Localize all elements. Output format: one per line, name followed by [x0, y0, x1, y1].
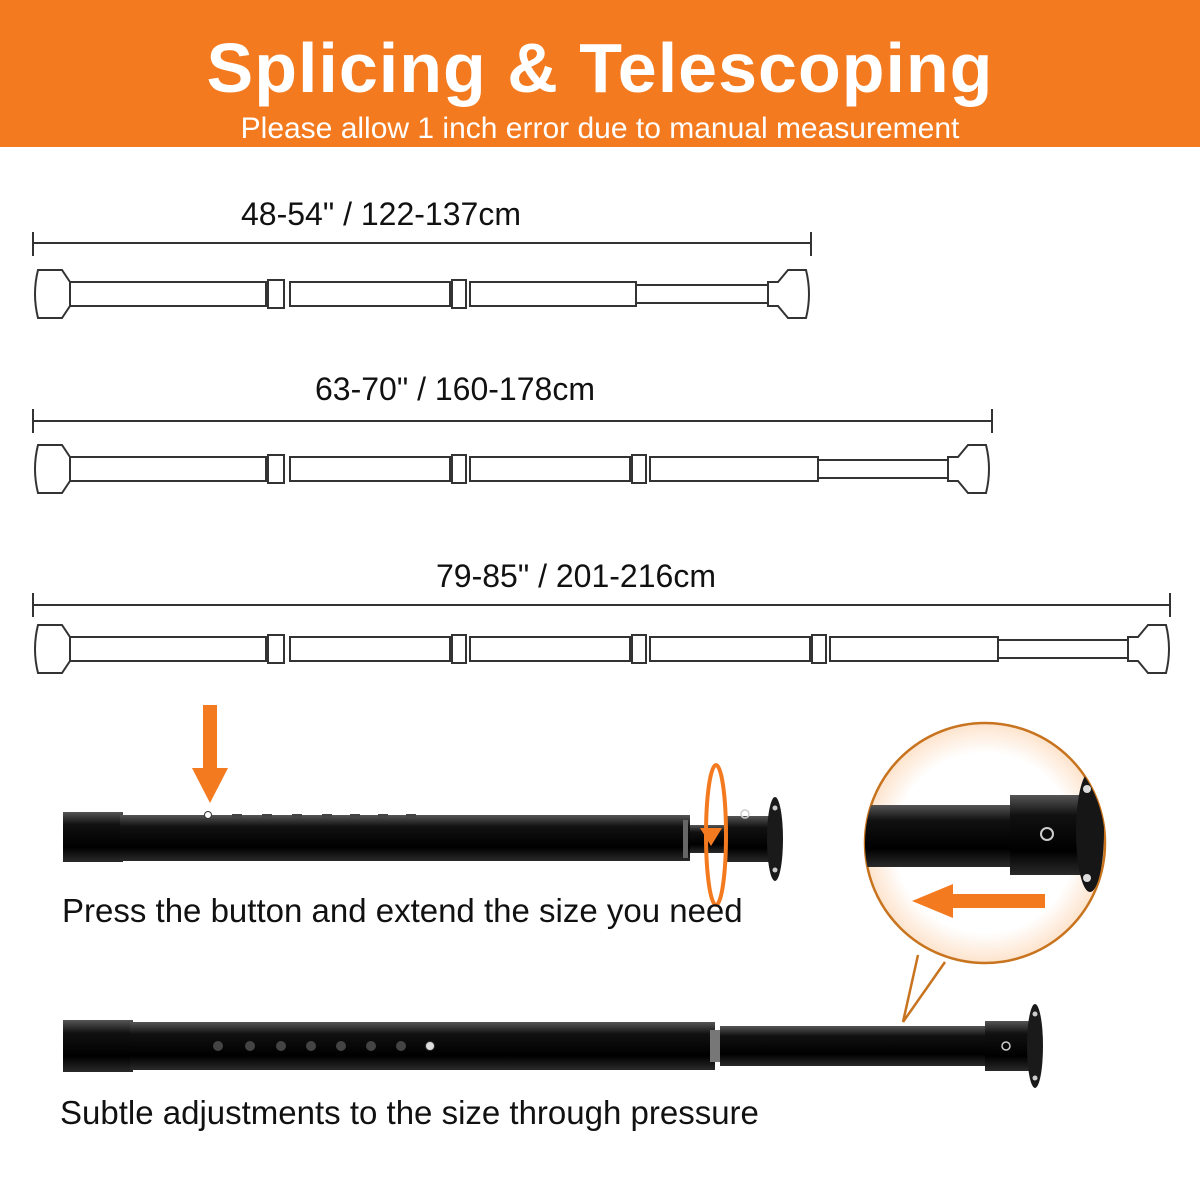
caption-press-button: Press the button and extend the size you…	[62, 892, 743, 929]
header-banner: Splicing & Telescoping Please allow 1 in…	[0, 0, 1200, 147]
magnifier-callout-icon	[863, 721, 1107, 1023]
size-label-medium: 63-70" / 160-178cm	[315, 371, 595, 407]
rod-outline-medium	[34, 444, 990, 494]
black-rod-adjust	[63, 1004, 1043, 1088]
down-arrow-icon	[192, 705, 228, 803]
size-label-short: 48-54" / 122-137cm	[241, 196, 521, 232]
caption-subtle-adjust: Subtle adjustments to the size through p…	[60, 1094, 759, 1131]
rotate-arrow-icon	[700, 763, 728, 907]
left-arrow-icon	[912, 884, 1045, 918]
page-subtitle: Please allow 1 inch error due to manual …	[240, 112, 960, 145]
dimension-line-short	[32, 232, 812, 256]
black-rod-press	[63, 797, 783, 881]
size-label-long: 79-85" / 201-216cm	[436, 558, 716, 594]
page-title: Splicing & Telescoping	[206, 29, 994, 107]
rod-outline-long	[34, 624, 1170, 674]
dimension-line-medium	[32, 409, 993, 433]
dimension-line-long	[32, 593, 1171, 617]
rod-outline-short	[34, 269, 810, 319]
